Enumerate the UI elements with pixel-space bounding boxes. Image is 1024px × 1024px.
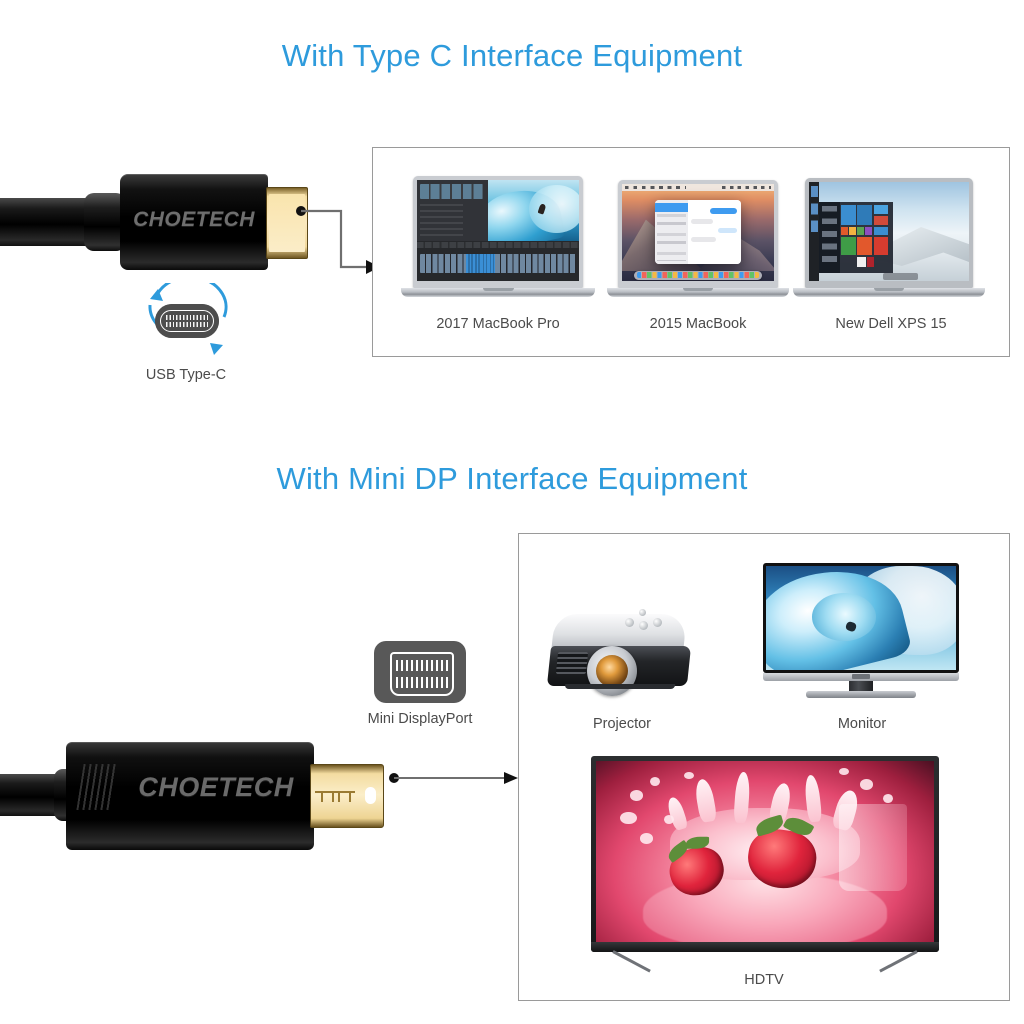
device-label-macbook-pro: 2017 MacBook Pro: [436, 316, 560, 332]
projector-lens: [596, 655, 628, 687]
device-label-dell-xps: New Dell XPS 15: [835, 316, 947, 332]
section-title-type-c: With Type C Interface Equipment: [281, 38, 743, 73]
mini-displayport-icon-group: Mini DisplayPort: [368, 641, 550, 741]
device-label-hdtv: HDTV: [744, 972, 784, 988]
device-label-projector: Projector: [592, 716, 652, 732]
hdtv-bezel: [591, 756, 939, 952]
hdtv-screen: [596, 761, 934, 942]
usb-type-c-icon-group: USB Type-C: [136, 275, 256, 383]
usb-c-connector-housing: CHOETECH: [120, 174, 268, 270]
usb-type-c-label: USB Type-C: [145, 367, 227, 383]
type-c-port-shape: [155, 304, 219, 338]
device-dell-xps: [793, 178, 985, 300]
mini-displayport-icon: [374, 641, 466, 703]
usb-type-c-icon: [136, 275, 236, 361]
projector-control-knobs: [625, 609, 669, 636]
dell-xps-screen: [809, 182, 969, 281]
monitor-bezel: [763, 563, 959, 673]
section-title-mini-dp: With Mini DP Interface Equipment: [276, 461, 748, 496]
brand-logo-text: CHOETECH: [133, 208, 255, 231]
macbook-pro-screen: [417, 180, 579, 281]
hdtv-leg-right: [875, 950, 918, 973]
monitor-stand-base: [806, 691, 916, 698]
projector-vents: [555, 652, 589, 674]
device-label-macbook: 2015 MacBook: [649, 316, 747, 332]
device-label-monitor: Monitor: [837, 716, 887, 732]
device-monitor: [763, 563, 959, 698]
usb-c-gold-contact-tip: [266, 187, 308, 259]
usb-c-cable-illustration: CHOETECH: [0, 168, 310, 278]
macbook-screen: [622, 184, 774, 281]
cable-cord: [0, 198, 90, 246]
monitor-chin: [763, 673, 959, 681]
device-macbook: [606, 180, 790, 300]
monitor-screen: [766, 566, 956, 670]
mini-dp-pin-rows: [396, 659, 448, 689]
mini-dp-cable-illustration: CHOETECH: [0, 742, 400, 857]
connection-arrow-mini-dp: [389, 772, 518, 784]
hdtv-leg-left: [612, 950, 655, 973]
type-c-pin-rows: [166, 315, 208, 327]
projector-foot: [564, 684, 676, 689]
cable-strain-relief: [84, 193, 126, 251]
hdtv-chin: [591, 942, 939, 952]
mini-dp-port-shape: [390, 652, 454, 696]
mini-displayport-label: Mini DisplayPort: [367, 711, 473, 727]
mini-dp-device-box: Projector Monitor: [518, 533, 1010, 1001]
device-hdtv: [591, 756, 939, 974]
mini-dp-connector-housing: CHOETECH: [66, 742, 314, 850]
device-macbook-pro: [401, 176, 595, 300]
monitor-brand-logo: [852, 674, 870, 679]
brand-logo-text: CHOETECH: [138, 772, 294, 802]
housing-vent-lines: [76, 764, 118, 810]
cable-cord: [0, 774, 60, 816]
milk-glass: [839, 804, 907, 892]
contact-notch-profile: [315, 791, 355, 804]
contact-indicator-dot: [365, 787, 376, 804]
device-projector: [546, 606, 695, 696]
type-c-device-box: 2017 MacBook Pro: [372, 147, 1010, 357]
mini-dp-gold-contact-tip: [310, 764, 384, 828]
